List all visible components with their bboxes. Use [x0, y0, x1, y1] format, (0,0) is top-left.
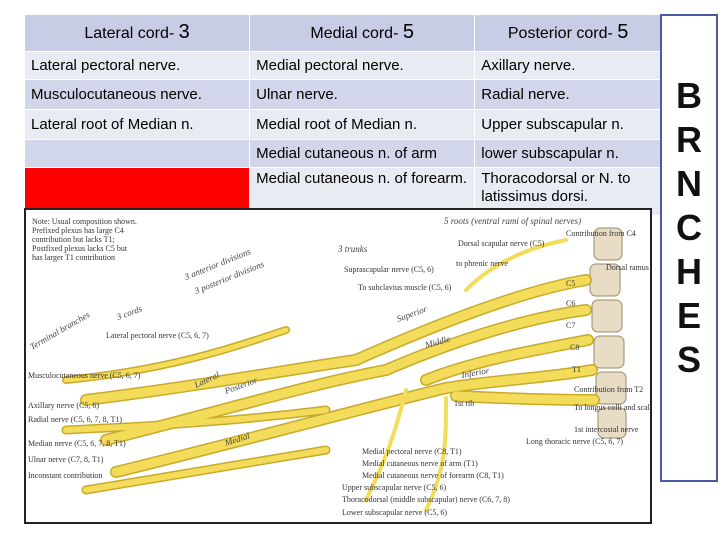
table-cell: Thoracodorsal or N. to latissimus dorsi.: [474, 167, 662, 216]
subclavius-label: To subclavius muscle (C5, 6): [358, 283, 452, 292]
branches-table: Lateral cord- 3 Medial cord- 5 Posterior…: [23, 14, 662, 216]
ulnar-label: Ulnar nerve (C7, 8, T1): [28, 455, 104, 464]
vertebral-column: [589, 227, 627, 439]
title-letter: C: [676, 207, 702, 248]
title-letter: H: [676, 251, 702, 292]
medial-pectoral-label: Medial pectoral nerve (C8, T1): [362, 447, 462, 456]
header-medial-cord: Medial cord- 5: [249, 14, 476, 52]
phrenic-label: to phrenic nerve: [456, 259, 508, 268]
title-letter: E: [676, 295, 701, 336]
table-cell: lower subscapular n.: [474, 139, 662, 168]
trunks-label: 3 trunks: [337, 244, 368, 254]
header-lateral-cord: Lateral cord- 3: [23, 14, 251, 52]
note-label: has larger T1 contribution: [32, 253, 115, 262]
table-cell: Ulnar nerve.: [249, 79, 476, 110]
thoracodorsal-label: Thoracodorsal (middle subscapular) nerve…: [342, 495, 510, 504]
title-letter: R: [676, 119, 702, 160]
table-cell-red: [23, 167, 251, 216]
axillary-label: Axillary nerve (C5, 6): [28, 401, 99, 410]
title-letter: B: [676, 75, 702, 116]
table-cell: Medial pectoral nerve.: [249, 51, 476, 80]
table-header-row: Lateral cord- 3 Medial cord- 5 Posterior…: [23, 14, 662, 52]
note-label: Note: Usual composition shown.: [32, 217, 137, 226]
table-cell-empty: [23, 139, 251, 168]
longus-label: To longus colli and scalene muscles (C5,…: [574, 403, 650, 412]
lower-subscapular-label: Lower subscapular nerve (C5, 6): [342, 508, 447, 517]
c6-label: C6: [566, 299, 575, 308]
table-cell: Lateral root of Median n.: [23, 109, 251, 140]
contrib-c4-label: Contribution from C4: [566, 229, 636, 238]
dorsal-scapular-label: Dorsal scapular nerve (C5): [458, 239, 545, 248]
table-cell: Axillary nerve.: [474, 51, 662, 80]
table-cell: Medial root of Median n.: [249, 109, 476, 140]
first-rib-label: 1st rib: [454, 399, 474, 408]
t1-label: T1: [572, 365, 581, 374]
median-label: Median nerve (C5, 6, 7, 8, T1): [28, 439, 126, 448]
contrib-t2-label: Contribution from T2: [574, 385, 643, 394]
nerve-fills: [63, 238, 599, 512]
table-row: Medial cutaneous n. of forearm. Thoracod…: [23, 167, 662, 216]
table-cell: Medial cutaneous n. of arm: [249, 139, 476, 168]
table-cell: Upper subscapular n.: [474, 109, 662, 140]
radial-label: Radial nerve (C5, 6, 7, 8, T1): [28, 415, 122, 424]
intercostal-label: 1st intercostal nerve: [574, 425, 639, 434]
medial-cut-forearm-label: Medial cutaneous nerve of forearm (C8, T…: [362, 471, 504, 480]
table-cell: Radial nerve.: [474, 79, 662, 110]
table-row: Lateral pectoral nerve. Medial pectoral …: [23, 51, 662, 80]
branches-vertical-title: B R N C H E S: [660, 14, 718, 482]
c5-label: C5: [566, 279, 575, 288]
table-cell: Musculocutaneous nerve.: [23, 79, 251, 110]
c8-label: C8: [570, 343, 579, 352]
table-cell: Lateral pectoral nerve.: [23, 51, 251, 80]
brachial-plexus-diagram: Note: Usual composition shown. Prefixed …: [24, 208, 652, 524]
upper-subscapular-label: Upper subscapular nerve (C5, 6): [342, 483, 447, 492]
note-label: contribution but lacks T1;: [32, 235, 115, 244]
title-letter: N: [676, 163, 702, 204]
roots-label: 5 roots (ventral rami of spinal nerves): [444, 216, 581, 226]
suprascapular-label: Suprascapular nerve (C5, 6): [344, 265, 434, 274]
medial-cut-arm-label: Medial cutaneous nerve of arm (T1): [362, 459, 478, 468]
long-thoracic-label: Long thoracic nerve (C5, 6, 7): [526, 437, 623, 446]
note-label: Postfixed plexus lacks C5 but: [32, 244, 128, 253]
plexus-illustration: Note: Usual composition shown. Prefixed …: [26, 210, 650, 522]
musculocutaneous-label: Musculocutaneous nerve (C5, 6, 7): [28, 371, 141, 380]
note-label: Prefixed plexus has large C4: [32, 226, 124, 235]
c7-label: C7: [566, 321, 575, 330]
title-letter: S: [676, 339, 701, 380]
inconstant-label: Inconstant contribution: [28, 471, 102, 480]
dorsal-ramus-label: Dorsal ramus: [606, 263, 649, 272]
table-row: Medial cutaneous n. of arm lower subscap…: [23, 139, 662, 168]
table-row: Lateral root of Median n. Medial root of…: [23, 109, 662, 140]
lateral-pectoral-label: Lateral pectoral nerve (C5, 6, 7): [106, 331, 209, 340]
table-row: Musculocutaneous nerve. Ulnar nerve. Rad…: [23, 79, 662, 110]
header-posterior-cord: Posterior cord- 5: [474, 14, 662, 52]
